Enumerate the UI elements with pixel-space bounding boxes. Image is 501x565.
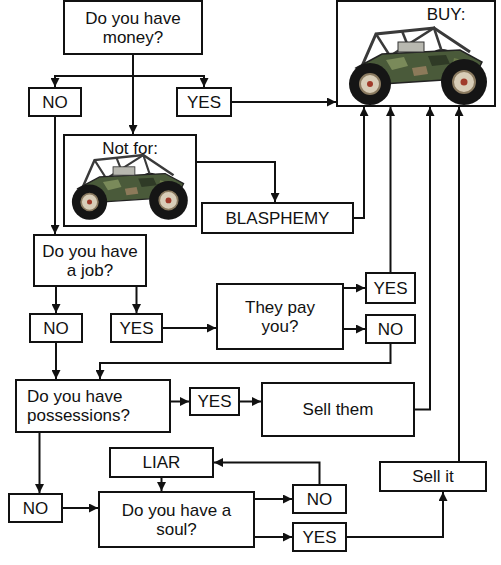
flow-arrow <box>240 401 261 403</box>
action-box: Sell it <box>379 461 487 492</box>
flow-arrow <box>390 107 392 272</box>
answer-box: YES <box>189 387 240 416</box>
box-label: YES <box>373 279 407 298</box>
answer-box: NO <box>365 314 416 344</box>
answer-box: NO <box>29 313 83 343</box>
flow-arrow <box>55 55 133 87</box>
answer-box: NO <box>292 484 347 514</box>
decision-box: They pay you? <box>216 283 344 350</box>
flow-arrow <box>458 107 460 461</box>
decision-box: Do you have possessions? <box>15 379 171 433</box>
box-label: LIAR <box>143 453 181 472</box>
decision-box: Do you have money? <box>63 0 203 55</box>
box-label: YES <box>197 392 231 411</box>
outcome-box: BLASPHEMY <box>201 202 354 234</box>
box-label: YES <box>119 319 153 338</box>
box-label: YES <box>187 93 221 112</box>
flow-arrow <box>255 536 292 538</box>
box-label: BLASPHEMY <box>226 209 330 228</box>
box-label: NO <box>378 320 404 339</box>
box-label: YES <box>302 528 336 547</box>
answer-box: YES <box>365 272 416 304</box>
flow-arrow <box>354 107 364 218</box>
answer-box: YES <box>110 313 163 343</box>
flow-arrow <box>63 507 98 509</box>
flow-arrow <box>136 287 138 313</box>
decision-box: Do you have a soul? <box>98 491 255 548</box>
flow-arrow <box>161 478 163 491</box>
box-label: Sell them <box>303 400 374 419</box>
flow-arrow <box>39 433 41 493</box>
flow-arrow <box>197 162 275 202</box>
flow-arrow <box>133 55 204 87</box>
flow-arrow <box>163 327 216 329</box>
box-label: NO <box>307 490 333 509</box>
flow-arrow <box>415 107 430 410</box>
box-label: Do you have money? <box>78 9 188 47</box>
box-label: NO <box>42 93 68 112</box>
flow-arrow <box>344 328 365 330</box>
box-label: NO <box>23 499 49 518</box>
outcome-box: LIAR <box>109 447 214 478</box>
answer-box: NO <box>8 493 63 523</box>
answer-box: YES <box>292 522 347 552</box>
flow-arrow <box>214 463 320 485</box>
box-label: Do you have a soul? <box>122 501 232 539</box>
box-label: Sell it <box>412 467 454 486</box>
flow-arrow <box>55 343 57 379</box>
decision-box: Do you have a job? <box>33 234 147 287</box>
exception-box: Not for: <box>63 134 197 227</box>
answer-box: NO <box>28 87 82 117</box>
flow-arrow <box>54 117 56 234</box>
box-label: Not for: <box>102 139 158 158</box>
flow-arrow <box>347 492 443 537</box>
box-label: Do you have possessions? <box>27 387 147 425</box>
box-label: NO <box>43 319 69 338</box>
box-label: They pay you? <box>235 298 325 336</box>
goal-box: BUY: <box>336 0 496 107</box>
flow-arrow <box>232 101 336 103</box>
box-label: BUY: <box>427 5 466 24</box>
flow-arrow <box>55 287 57 313</box>
box-label: Do you have a job? <box>40 242 140 280</box>
flow-arrow <box>255 498 292 500</box>
answer-box: YES <box>176 87 232 117</box>
flow-arrow <box>171 401 189 403</box>
flow-arrow <box>344 287 365 289</box>
action-box: Sell them <box>261 382 415 437</box>
flow-arrow <box>132 55 134 134</box>
